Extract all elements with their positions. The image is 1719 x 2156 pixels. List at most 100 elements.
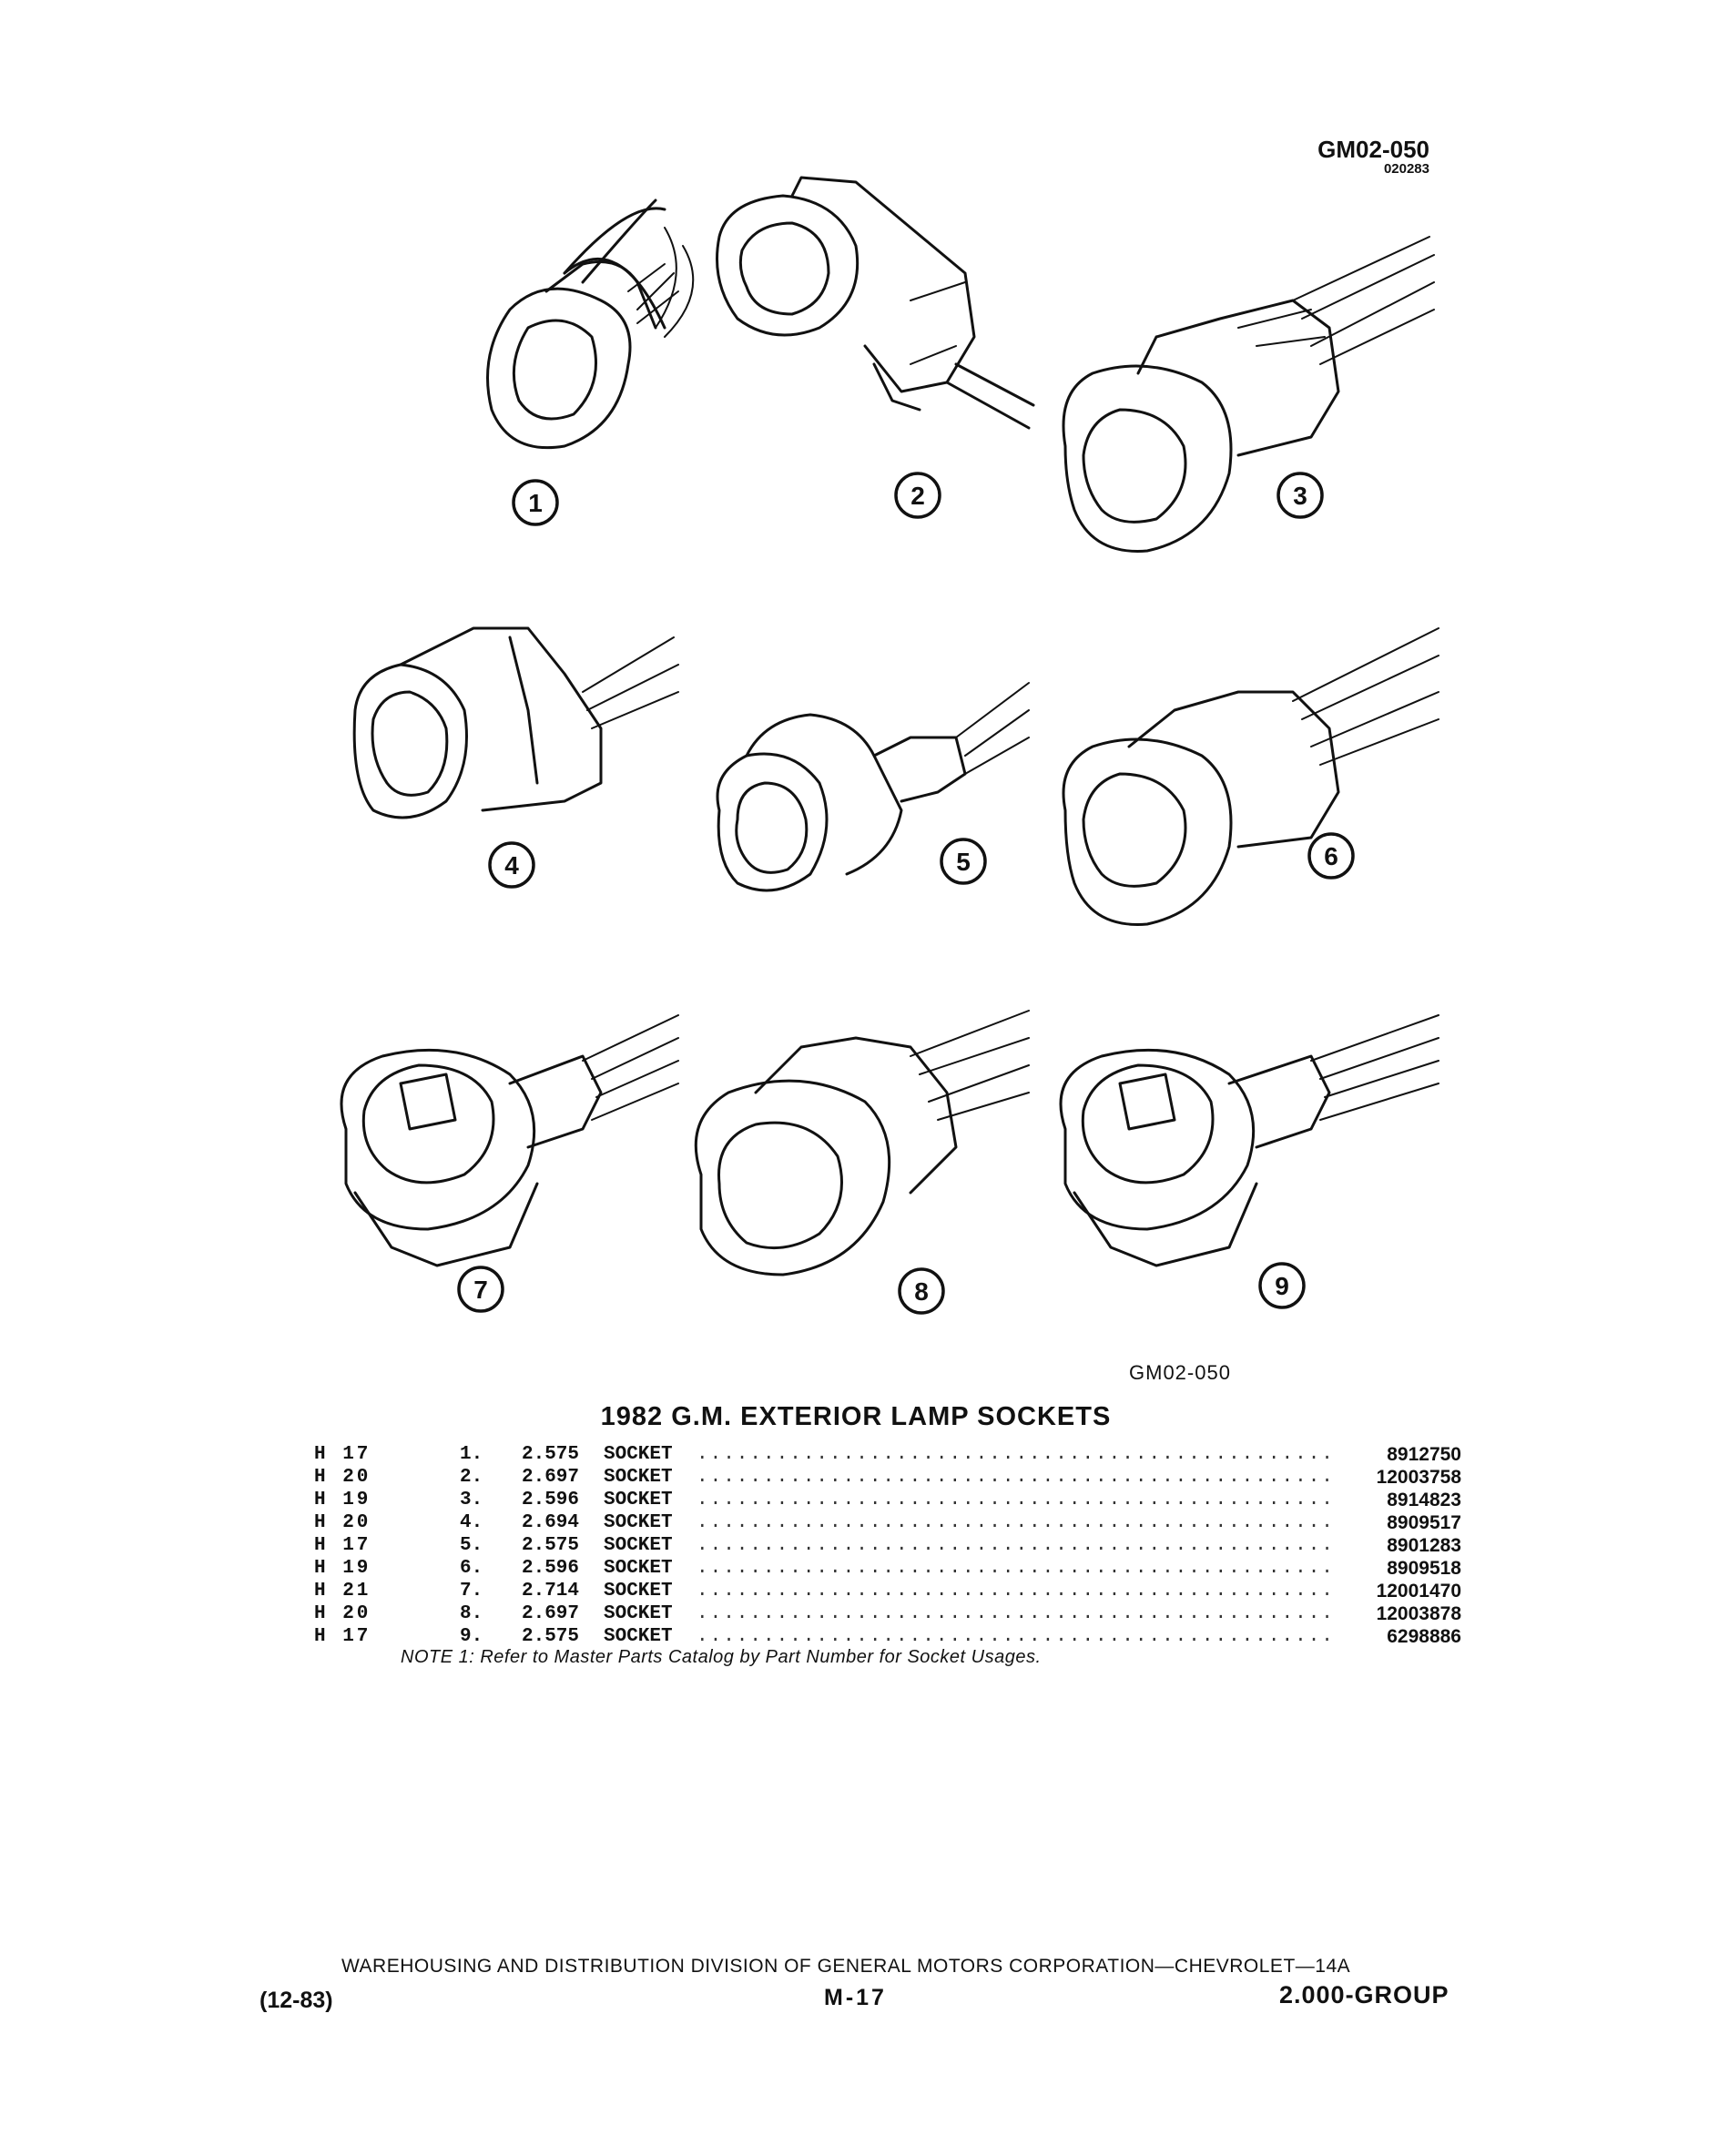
parts-row-size: 2.575 [522,1535,580,1556]
parts-row-description: SOCKET [604,1490,673,1510]
page-code-main: GM02-050 [1317,136,1429,163]
parts-row-leader: ........................................… [697,1603,1335,1624]
page-code-sub: 020283 [1383,161,1429,177]
socket-9-drawing [1059,1014,1439,1267]
parts-row-4: H 20 4. 2.694 SOCKET ...................… [314,1511,1461,1534]
parts-row-description: SOCKET [604,1581,673,1602]
callout-7: 7 [457,1266,504,1313]
socket-7-drawing [340,1014,679,1267]
parts-row-leader: ........................................… [697,1626,1335,1647]
callout-9-label: 9 [1275,1272,1289,1300]
callout-5-label: 5 [956,848,971,876]
parts-row-part-number: 8914823 [1387,1490,1461,1510]
parts-row-size: 2.697 [522,1603,580,1624]
parts-row-hcode: H 17 [314,1444,371,1465]
callout-6-label: 6 [1324,842,1338,870]
parts-row-hcode: H 17 [314,1535,371,1556]
parts-row-size: 2.596 [522,1558,580,1579]
note-text: NOTE 1: Refer to Master Parts Catalog by… [401,1647,1042,1667]
parts-row-number: 9. [460,1626,483,1647]
parts-row-number: 6. [460,1558,483,1579]
figure-caption-code: GM02-050 [1129,1361,1231,1384]
callout-8-label: 8 [914,1277,929,1306]
parts-row-leader: ........................................… [697,1512,1335,1533]
parts-row-hcode: H 21 [314,1581,371,1602]
socket-8-drawing [694,1010,1030,1276]
parts-row-part-number: 8901283 [1387,1535,1461,1556]
callout-2: 2 [894,472,941,519]
socket-illustration: 1 2 3 4 5 6 7 8 9 [340,176,1439,1315]
parts-row-description: SOCKET [604,1512,673,1533]
parts-row-size: 2.697 [522,1467,580,1488]
parts-row-description: SOCKET [604,1444,673,1465]
page-title: 1982 G.M. EXTERIOR LAMP SOCKETS [600,1402,1112,1431]
parts-row-hcode: H 20 [314,1603,371,1624]
parts-row-number: 1. [460,1444,483,1465]
parts-row-description: SOCKET [604,1467,673,1488]
parts-row-size: 2.714 [522,1581,580,1602]
callout-4: 4 [488,841,535,889]
parts-row-part-number: 12003758 [1376,1467,1461,1488]
parts-row-size: 2.575 [522,1444,580,1465]
parts-row-description: SOCKET [604,1558,673,1579]
callout-4-label: 4 [504,851,519,880]
parts-row-3: H 19 3. 2.596 SOCKET ...................… [314,1489,1461,1511]
parts-row-number: 3. [460,1490,483,1510]
parts-row-part-number: 6298886 [1387,1626,1461,1647]
callout-7-label: 7 [473,1276,488,1304]
parts-list: H 17 1. 2.575 SOCKET ...................… [314,1443,1461,1648]
parts-row-leader: ........................................… [697,1581,1335,1602]
parts-row-number: 5. [460,1535,483,1556]
parts-row-hcode: H 19 [314,1490,371,1510]
parts-row-hcode: H 20 [314,1512,371,1533]
parts-row-7: H 21 7. 2.714 SOCKET ...................… [314,1580,1461,1602]
socket-1-drawing [486,198,695,450]
footer-page-number: M-17 [824,1985,887,2010]
parts-row-number: 7. [460,1581,483,1602]
parts-row-part-number: 8909518 [1387,1558,1461,1579]
callout-5: 5 [940,838,987,885]
page-code: GM02-050 020283 [1302,137,1429,177]
parts-row-number: 8. [460,1603,483,1624]
parts-row-leader: ........................................… [697,1467,1335,1488]
parts-row-hcode: H 19 [314,1558,371,1579]
parts-row-description: SOCKET [604,1603,673,1624]
callout-3: 3 [1277,472,1324,519]
parts-row-size: 2.575 [522,1626,580,1647]
parts-row-number: 2. [460,1467,483,1488]
parts-row-6: H 19 6. 2.596 SOCKET ...................… [314,1557,1461,1580]
parts-row-leader: ........................................… [697,1535,1335,1556]
parts-row-size: 2.694 [522,1512,580,1533]
parts-row-9: H 17 9. 2.575 SOCKET ...................… [314,1625,1461,1648]
parts-row-number: 4. [460,1512,483,1533]
parts-row-description: SOCKET [604,1535,673,1556]
parts-row-leader: ........................................… [697,1490,1335,1510]
callout-9: 9 [1258,1262,1306,1309]
parts-row-2: H 20 2. 2.697 SOCKET ...................… [314,1466,1461,1489]
parts-row-leader: ........................................… [697,1558,1335,1579]
parts-row-part-number: 12001470 [1376,1581,1461,1602]
parts-row-hcode: H 20 [314,1467,371,1488]
callout-1-label: 1 [528,489,543,517]
parts-row-5: H 17 5. 2.575 SOCKET ...................… [314,1534,1461,1557]
callout-8: 8 [898,1267,945,1315]
parts-row-8: H 20 8. 2.697 SOCKET ...................… [314,1602,1461,1625]
callout-1: 1 [512,479,559,526]
parts-row-part-number: 12003878 [1376,1603,1461,1624]
callout-6: 6 [1307,832,1355,880]
footer-division: WAREHOUSING AND DISTRIBUTION DIVISION OF… [341,1956,1351,1977]
callout-3-label: 3 [1293,482,1307,510]
parts-row-description: SOCKET [604,1626,673,1647]
socket-3-drawing [1062,236,1435,553]
socket-6-drawing [1062,627,1439,926]
parts-row-1: H 17 1. 2.575 SOCKET ...................… [314,1443,1461,1466]
footer-group: 2.000-GROUP [1279,1981,1449,2009]
footer-date: (12-83) [259,1988,333,2013]
parts-row-size: 2.596 [522,1490,580,1510]
socket-4-drawing [352,626,679,819]
socket-2-drawing [716,176,1035,430]
parts-row-hcode: H 17 [314,1626,371,1647]
parts-row-part-number: 8909517 [1387,1512,1461,1533]
parts-row-leader: ........................................… [697,1444,1335,1465]
parts-row-part-number: 8912750 [1387,1444,1461,1465]
